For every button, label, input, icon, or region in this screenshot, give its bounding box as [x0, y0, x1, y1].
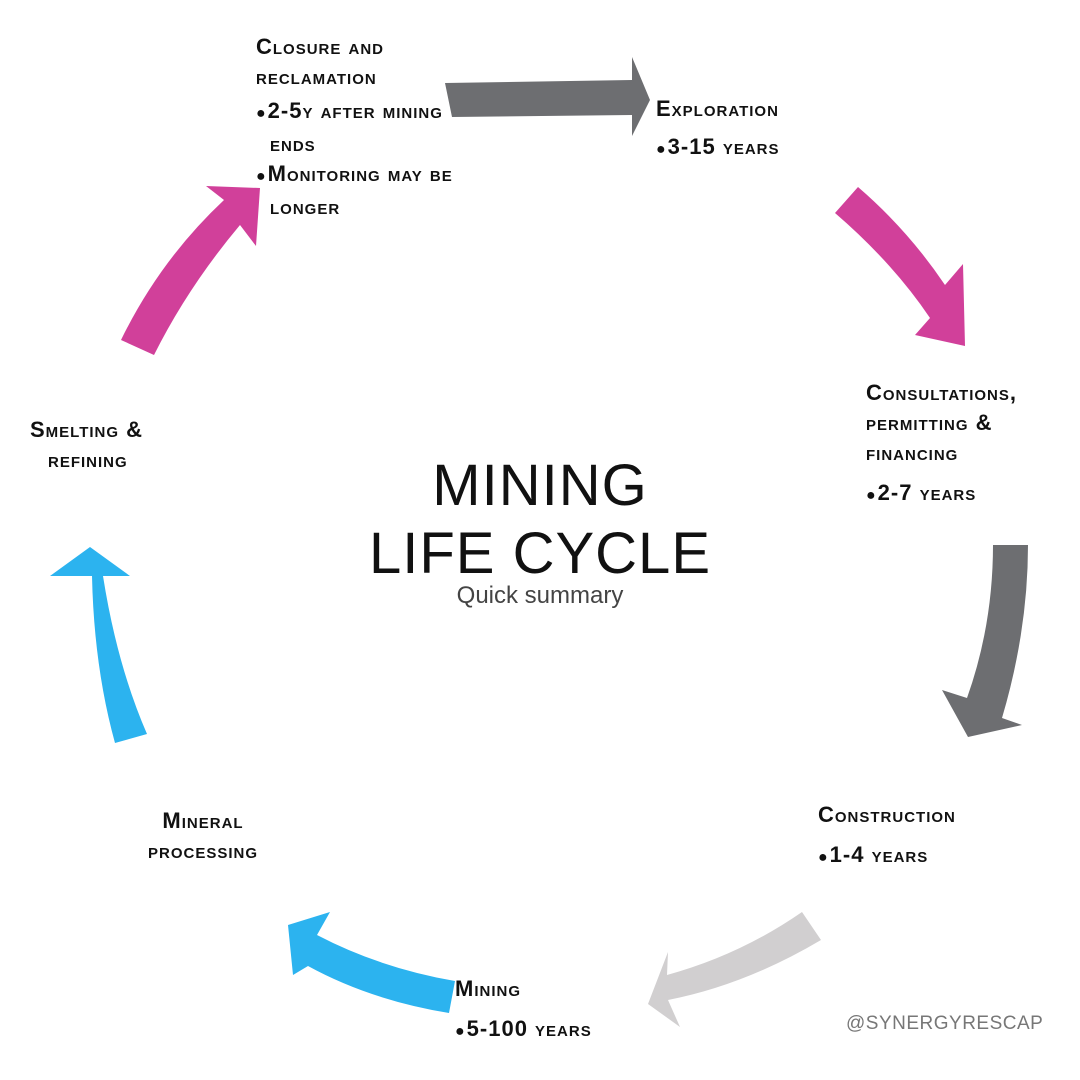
stage-mineral-processing-title-2: processing [147, 838, 259, 863]
page-title: MINING LIFE CYCLE [330, 452, 750, 588]
stage-smelting-title-2: refining [48, 447, 128, 472]
stage-consultations-title-1: Consultations, [866, 380, 1017, 405]
stage-mining: Mining 5-100 years [455, 974, 655, 1047]
stage-mining-bullet: 5-100 years [455, 1014, 655, 1047]
arrow-exploration-to-consultations [835, 187, 965, 346]
page-title-line-2: LIFE CYCLE [369, 521, 711, 586]
stage-closure: Closure and reclamation 2-5y after minin… [256, 32, 466, 222]
stage-closure-bullet-1: 2-5y after mining ends [256, 96, 466, 159]
page-subtitle: Quick summary [456, 582, 624, 609]
stage-exploration: Exploration 3-15 years [656, 94, 856, 165]
arrow-processing-to-smelting [50, 547, 147, 743]
stage-mineral-processing-title-1: Mineral [162, 808, 244, 833]
stage-construction-bullet: 1-4 years [818, 840, 1018, 873]
stage-construction-title: Construction [818, 802, 956, 827]
arrow-mining-to-processing [288, 912, 455, 1013]
stage-mineral-processing: Mineral processing [118, 806, 288, 866]
stage-consultations-title-3: financing [866, 440, 959, 465]
page-title-line-1: MINING [432, 453, 648, 518]
arrow-closure-to-exploration [445, 57, 650, 136]
stage-closure-title-1: Closure and [256, 34, 385, 59]
stage-exploration-bullet: 3-15 years [656, 132, 856, 165]
stage-consultations-bullet: 2-7 years [866, 478, 1080, 511]
stage-construction: Construction 1-4 years [818, 800, 1018, 873]
stage-mining-title: Mining [455, 976, 521, 1001]
stage-smelting: Smelting & refining [30, 415, 200, 475]
stage-exploration-title: Exploration [656, 96, 779, 121]
stage-consultations-title-2: permitting & [866, 410, 993, 435]
arrow-construction-to-mining [648, 912, 821, 1027]
stage-closure-bullet-2: Monitoring may be longer [256, 159, 466, 222]
stage-smelting-title-1: Smelting & [30, 417, 144, 442]
stage-closure-title-2: reclamation [256, 64, 377, 89]
credit-handle: @SYNERGYRESCAP [846, 1013, 1044, 1034]
stage-consultations: Consultations, permitting & financing 2-… [866, 378, 1080, 511]
arrow-consultations-to-construction [942, 545, 1028, 737]
arrow-smelting-to-closure [121, 186, 260, 355]
